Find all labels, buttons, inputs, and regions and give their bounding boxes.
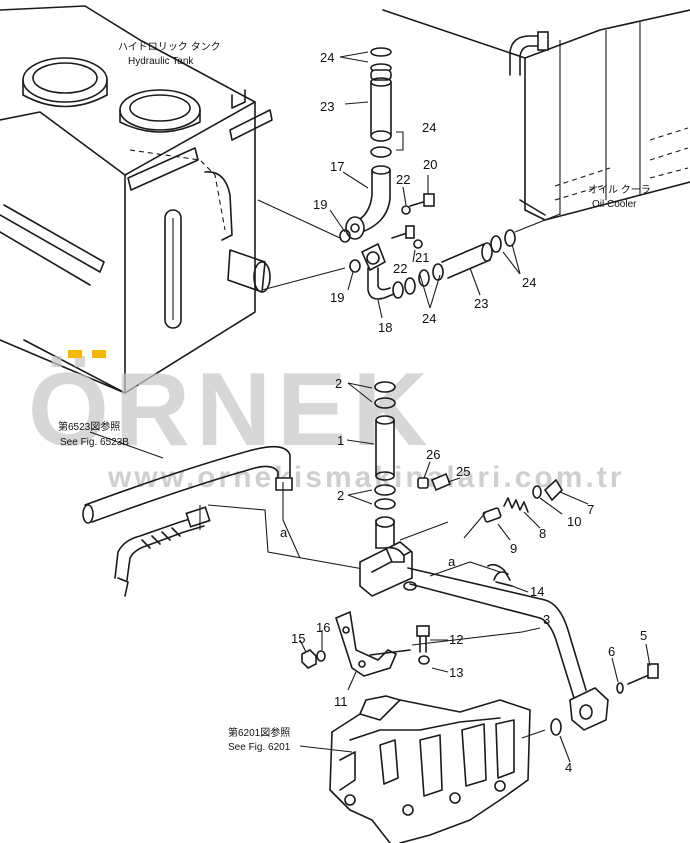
watermark-accent-dot [68, 350, 82, 358]
callout-1: 1 [337, 433, 344, 448]
callout-22-bottom: 22 [393, 261, 407, 276]
upper-hose-assembly [257, 47, 561, 319]
callout-10: 10 [567, 514, 581, 529]
callout-17: 17 [330, 159, 344, 174]
callout-18: 18 [378, 320, 392, 335]
callout-23-top: 23 [320, 99, 334, 114]
callout-4: 4 [565, 760, 572, 775]
callout-3: 3 [543, 612, 550, 627]
callout-23-bottom: 23 [474, 296, 488, 311]
callout-6: 6 [608, 644, 615, 659]
callout-24-top: 24 [320, 50, 334, 65]
return-hose [82, 431, 381, 597]
callout-16: 16 [316, 620, 330, 635]
callout-5: 5 [640, 628, 647, 643]
relief-parts [399, 461, 589, 541]
callout-24-bottom: 24 [422, 311, 436, 326]
callout-24-mid: 24 [422, 120, 436, 135]
callout-9: 9 [510, 541, 517, 556]
oil-cooler-label-jp: オイル クーラ [588, 184, 651, 196]
ref-6201-en: See Fig. 6201 [228, 742, 291, 753]
callout-25: 25 [456, 464, 470, 479]
callout-15: 15 [291, 631, 305, 646]
hydraulic-tank [0, 5, 273, 394]
watermark-url: www.ornekismakinalari.com.tr [107, 461, 624, 494]
oil-cooler-label-en: Oil Cooler [592, 199, 637, 210]
pipe-block-assembly [359, 541, 659, 763]
callout-2-top: 2 [335, 376, 342, 391]
bracket-assembly [299, 610, 449, 691]
oil-cooler [382, 9, 690, 221]
watermark-brand: ÖRNEK [28, 352, 434, 468]
ref-6523-jp: 第6523図参照 [58, 420, 120, 433]
hydraulic-tank-label-en: Hydraulic Tank [128, 56, 194, 67]
ref-6523-en: See Fig. 6523B [60, 437, 129, 448]
marker-a-right: a [448, 554, 456, 569]
control-valve [299, 695, 546, 843]
callout-19-bottom: 19 [330, 290, 344, 305]
oil-cooler-label: オイル クーラ Oil Cooler [588, 184, 651, 210]
callout-26: 26 [426, 447, 440, 462]
callout-14: 14 [530, 584, 544, 599]
callout-7: 7 [587, 502, 594, 517]
hydraulic-tank-label: ハイドロリック タンク Hydraulic Tank [118, 41, 221, 67]
marker-a-left: a [280, 525, 288, 540]
middle-hose-assembly [346, 381, 396, 549]
callout-20: 20 [423, 157, 437, 172]
callout-8: 8 [539, 526, 546, 541]
watermark-accent-dot [92, 350, 106, 358]
hydraulic-tank-label-jp: ハイドロリック タンク [118, 41, 221, 53]
callout-11: 11 [334, 694, 348, 709]
ref-6523-label: 第6523図参照 See Fig. 6523B [58, 420, 129, 448]
callout-13: 13 [449, 665, 463, 680]
u-bolt [487, 563, 529, 593]
callout-21: 21 [415, 250, 429, 265]
ref-6201-label: 第6201図参照 See Fig. 6201 [228, 726, 291, 753]
ref-6201-jp: 第6201図参照 [228, 726, 290, 739]
callout-24-right: 24 [522, 275, 536, 290]
callout-2-bottom: 2 [337, 488, 344, 503]
callout-19-top: 19 [313, 197, 327, 212]
watermark: ÖRNEK www.ornekismakinalari.com.tr [28, 350, 624, 494]
part-callouts: 24 23 24 17 20 22 19 21 22 19 24 23 24 1… [291, 50, 647, 775]
callout-12: 12 [449, 632, 463, 647]
callout-22-top: 22 [396, 172, 410, 187]
